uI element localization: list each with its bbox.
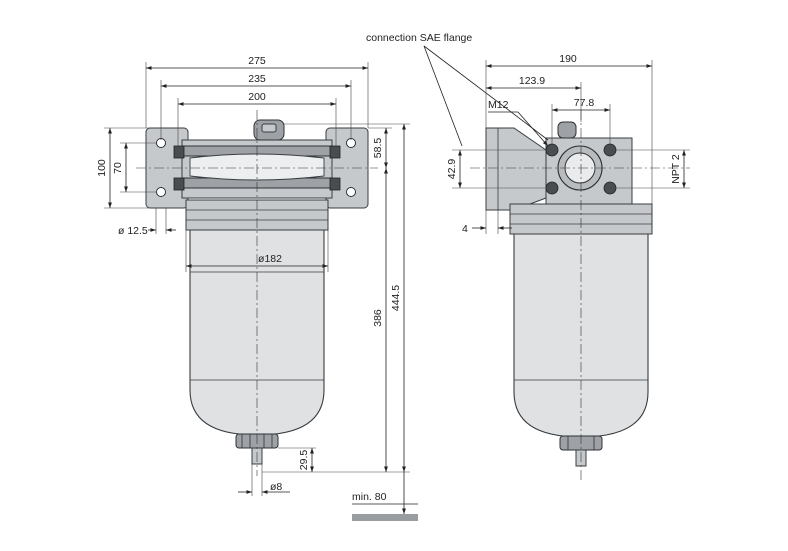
label-npt-2: NPT 2: [670, 154, 682, 184]
side-vent-cap: [557, 121, 577, 139]
side-view: [470, 110, 690, 480]
dim-123-9: 123.9: [519, 75, 545, 87]
bolt-icon: [603, 143, 617, 157]
leader-line: [423, 45, 463, 147]
front-view: [136, 110, 378, 476]
dim-42-9: 42.9: [446, 159, 458, 180]
dim-444-5: 444.5: [390, 285, 402, 311]
inlet-flange: [485, 127, 547, 211]
dim-77-8: 77.8: [574, 97, 595, 109]
floor-hatch: [352, 514, 418, 521]
dim-200: 200: [248, 91, 266, 103]
label-connection-sae-flange: connection SAE flange: [366, 32, 472, 44]
bolt-icon: [173, 177, 185, 191]
bolt-icon: [173, 145, 185, 159]
dim-70: 70: [112, 162, 124, 174]
bolt-icon: [329, 145, 341, 159]
label-min-80: min. 80: [352, 491, 387, 503]
bolt-icon: [603, 181, 617, 195]
dim-235: 235: [248, 73, 266, 85]
dim-190: 190: [559, 53, 577, 65]
dim-8: ø8: [270, 481, 282, 493]
dim-4: 4: [462, 223, 468, 235]
dim-58-5: 58.5: [372, 138, 384, 159]
side-dimensions: connection SAE flange 190 123.9 77.8 M12…: [366, 32, 690, 235]
front-dimensions: 275 235 200 100 70 58.5 ø 12.5 ø182 38: [96, 55, 418, 521]
dim-12-5: ø 12.5: [118, 225, 148, 237]
label-m12: M12: [488, 99, 509, 111]
dim-29-5: 29.5: [298, 450, 310, 471]
dim-100: 100: [96, 159, 108, 177]
bolt-icon: [329, 177, 341, 191]
dim-182: ø182: [258, 253, 282, 265]
dim-275: 275: [248, 55, 266, 67]
bolt-icon: [545, 181, 559, 195]
dim-386: 386: [372, 309, 384, 327]
